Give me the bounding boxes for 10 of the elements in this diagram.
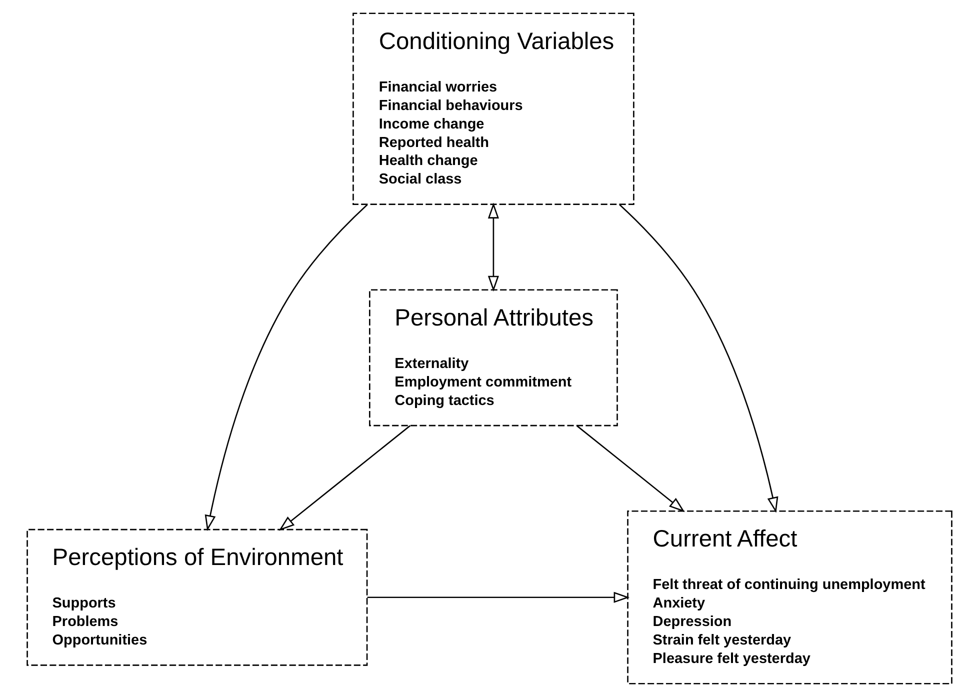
node-box: Current Affect Felt threat of continuing unemployment Anxiety Depression Strain felt yesterday Pleasure felt yesterday [626, 510, 952, 684]
arrow [278, 425, 410, 531]
arrow [366, 592, 630, 603]
node-box: Personal Attributes Externality Employment commitment Coping tactics [368, 289, 618, 426]
node-box: Conditioning Variables Financial worries Financial behaviours Income change Reported health Health change Social class [352, 12, 634, 205]
arrow [576, 425, 684, 512]
arrow [618, 204, 778, 513]
arrow [487, 202, 498, 292]
node-box: Perceptions of Environment Supports Problems Opportunities [26, 528, 368, 666]
arrow [204, 204, 368, 531]
